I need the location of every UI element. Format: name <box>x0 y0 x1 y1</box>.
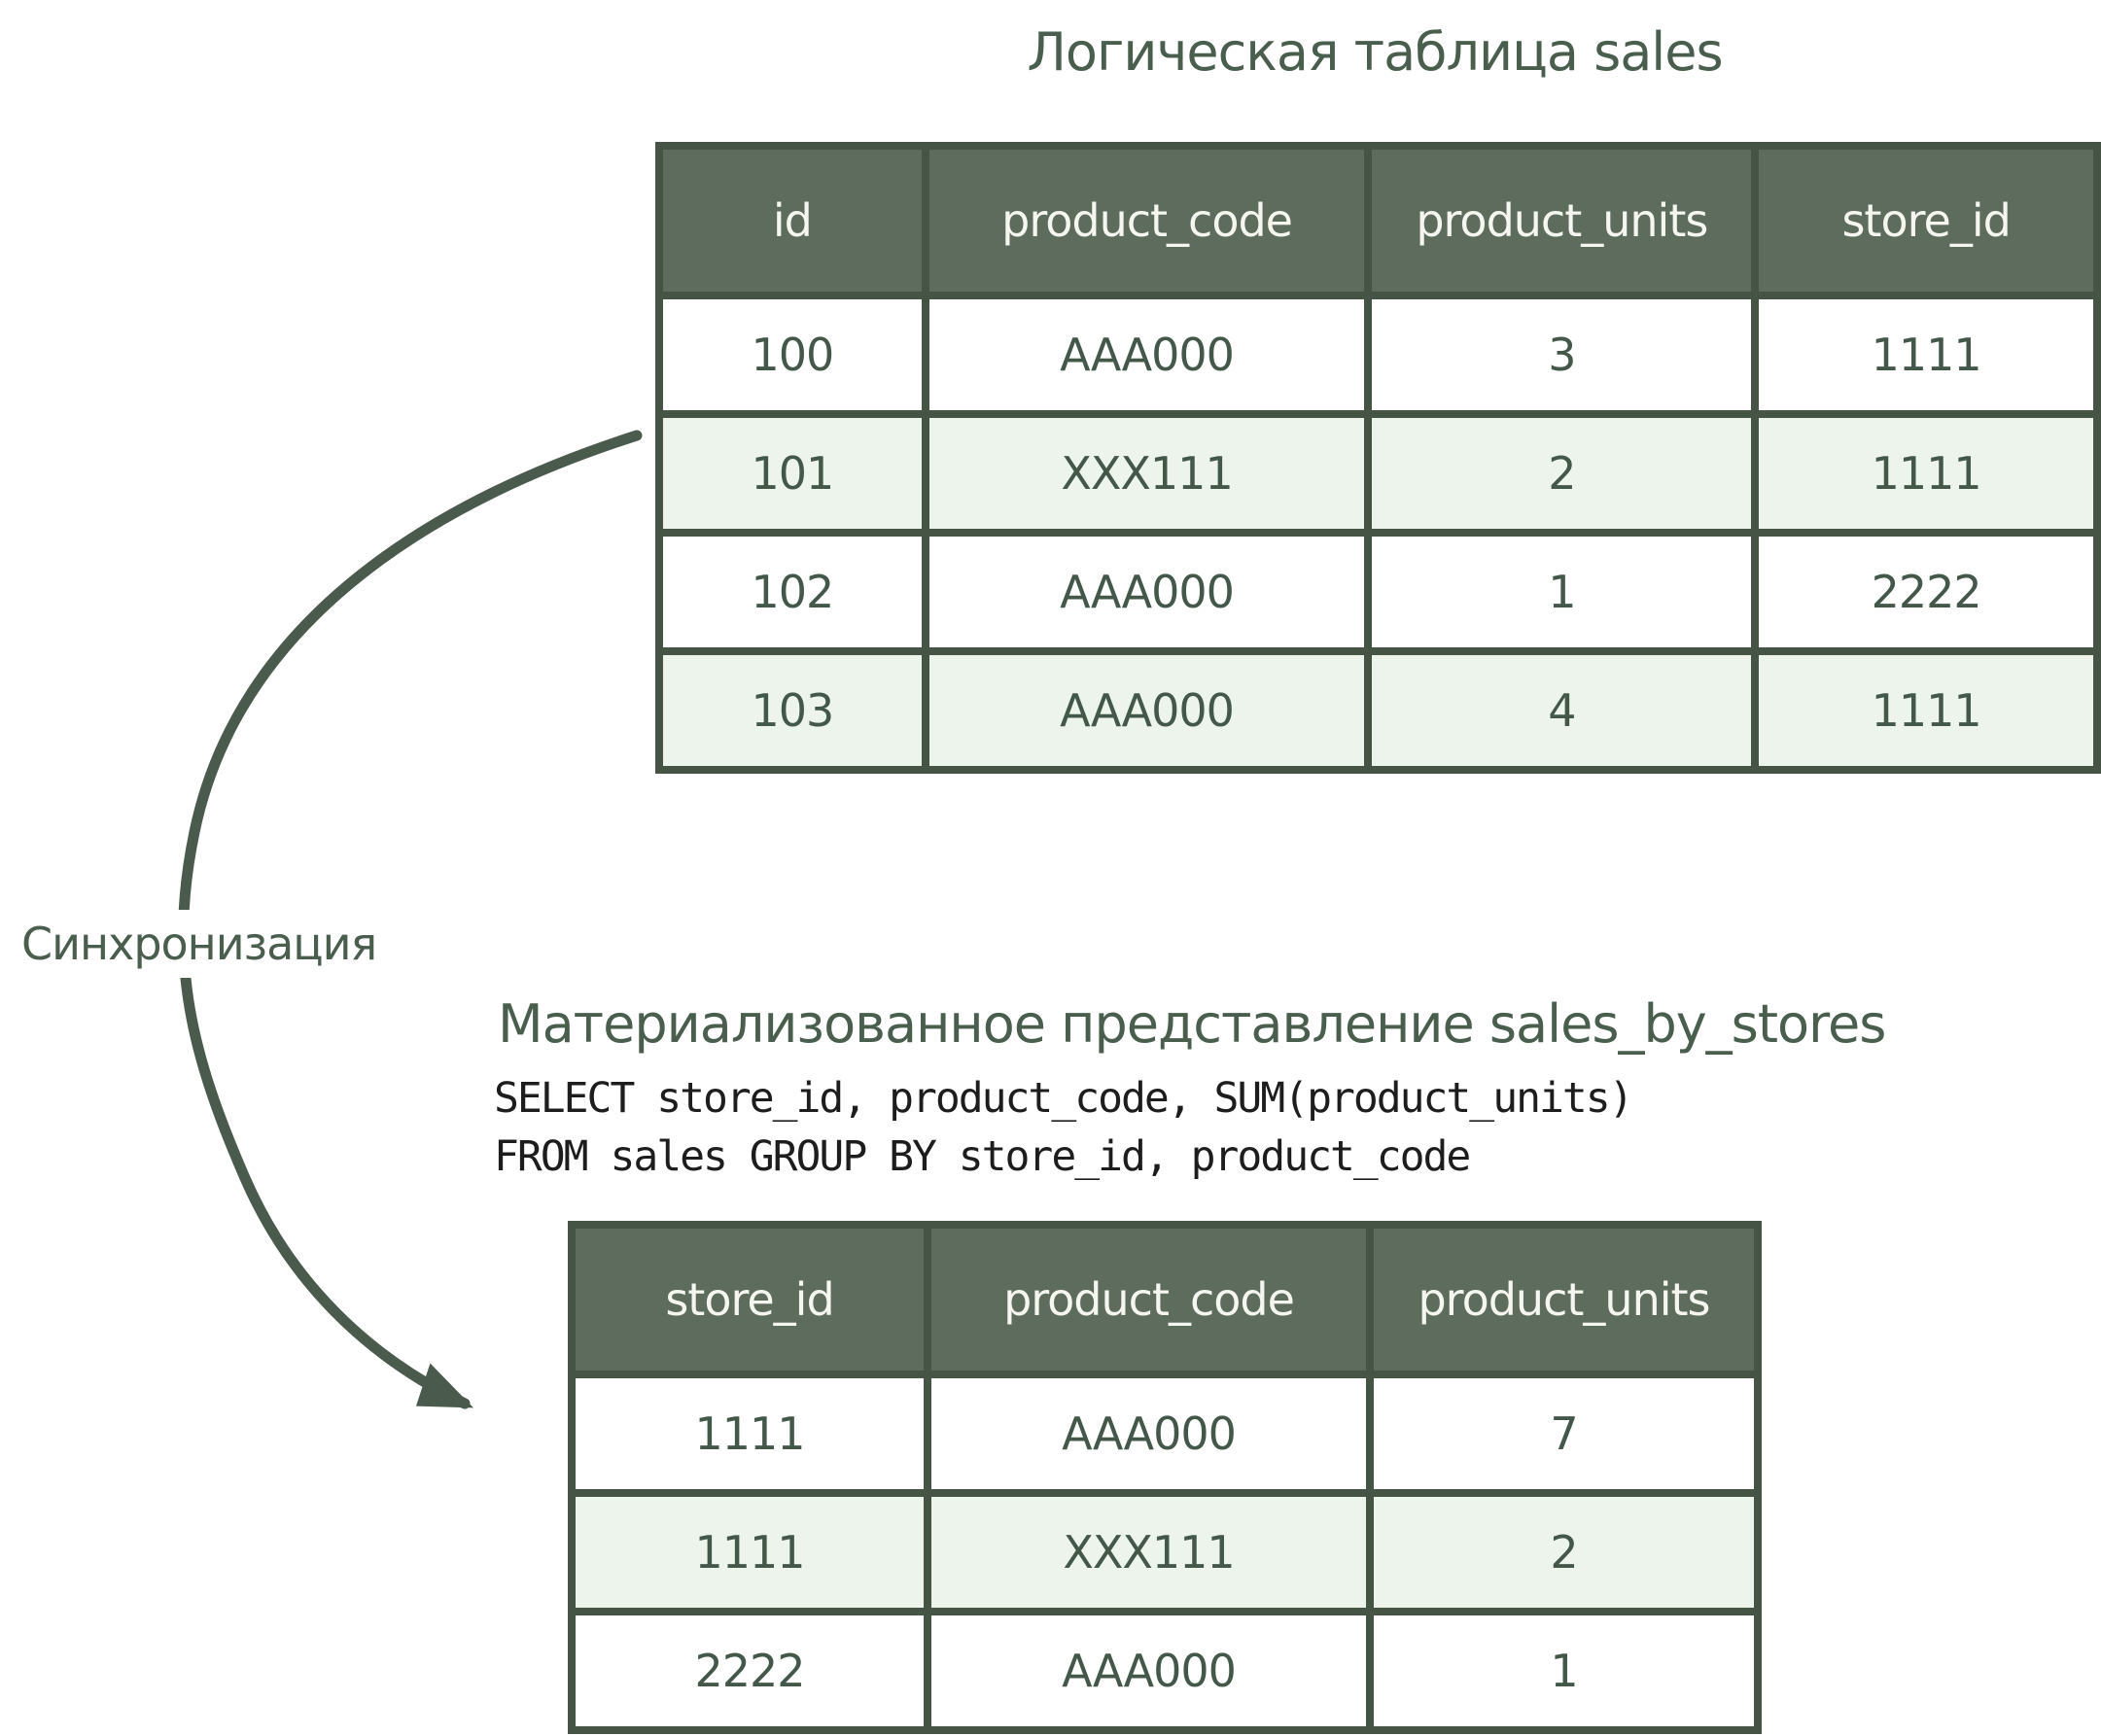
table-header-row: id product_code product_units store_id <box>655 142 2101 299</box>
table-cell: 101 <box>655 410 929 537</box>
table-cell: 7 <box>1366 1371 1762 1497</box>
table-row: 1111 AAA000 7 <box>568 1371 1762 1497</box>
table-cell: 1111 <box>568 1489 931 1615</box>
table-cell: XXX111 <box>921 410 1373 537</box>
table-cell: 2222 <box>1751 529 2101 655</box>
column-header-product-units: product_units <box>1364 142 1760 299</box>
table-cell: AAA000 <box>924 1371 1374 1497</box>
table-cell: 1 <box>1366 1608 1762 1734</box>
column-header-product-code: product_code <box>924 1221 1374 1378</box>
table-cell: 1111 <box>1751 292 2101 418</box>
table-row: 2222 AAA000 1 <box>568 1608 1762 1734</box>
sync-label: Синхронизация <box>16 910 383 978</box>
table-cell: 4 <box>1364 647 1760 774</box>
table-cell: 103 <box>655 647 929 774</box>
table-row: 103 AAA000 4 1111 <box>655 647 2101 774</box>
logical-table-title: Логическая таблица sales <box>1027 21 1723 83</box>
table-row: 101 XXX111 2 1111 <box>655 410 2101 537</box>
table-cell: XXX111 <box>924 1489 1374 1615</box>
table-cell: AAA000 <box>924 1608 1374 1734</box>
table-row: 102 AAA000 1 2222 <box>655 529 2101 655</box>
table-cell: 2222 <box>568 1608 931 1734</box>
sql-line-from: FROM sales GROUP BY store_id, product_co… <box>494 1132 1471 1181</box>
column-header-store-id: store_id <box>1751 142 2101 299</box>
table-cell: 3 <box>1364 292 1760 418</box>
table-cell: 100 <box>655 292 929 418</box>
table-cell: 102 <box>655 529 929 655</box>
column-header-product-code: product_code <box>921 142 1373 299</box>
column-header-store-id: store_id <box>568 1221 931 1378</box>
sales-by-stores-table: store_id product_code product_units 1111… <box>568 1221 1762 1734</box>
table-cell: AAA000 <box>921 647 1373 774</box>
table-cell: AAA000 <box>921 292 1373 418</box>
table-cell: 1111 <box>568 1371 931 1497</box>
sales-table: id product_code product_units store_id 1… <box>655 142 2101 774</box>
column-header-product-units: product_units <box>1366 1221 1762 1378</box>
table-cell: 1111 <box>1751 410 2101 537</box>
table-row: 100 AAA000 3 1111 <box>655 292 2101 418</box>
table-header-row: store_id product_code product_units <box>568 1221 1762 1378</box>
materialized-view-title: Материализованное представление sales_by… <box>498 993 1886 1055</box>
sql-query: SELECT store_id, product_code, SUM(produ… <box>494 1069 1634 1186</box>
table-cell: 2 <box>1364 410 1760 537</box>
table-cell: 2 <box>1366 1489 1762 1615</box>
table-row: 1111 XXX111 2 <box>568 1489 1762 1615</box>
column-header-id: id <box>655 142 929 299</box>
table-cell: 1 <box>1364 529 1760 655</box>
table-cell: AAA000 <box>921 529 1373 655</box>
table-cell: 1111 <box>1751 647 2101 774</box>
sql-line-select: SELECT store_id, product_code, SUM(produ… <box>494 1074 1634 1123</box>
